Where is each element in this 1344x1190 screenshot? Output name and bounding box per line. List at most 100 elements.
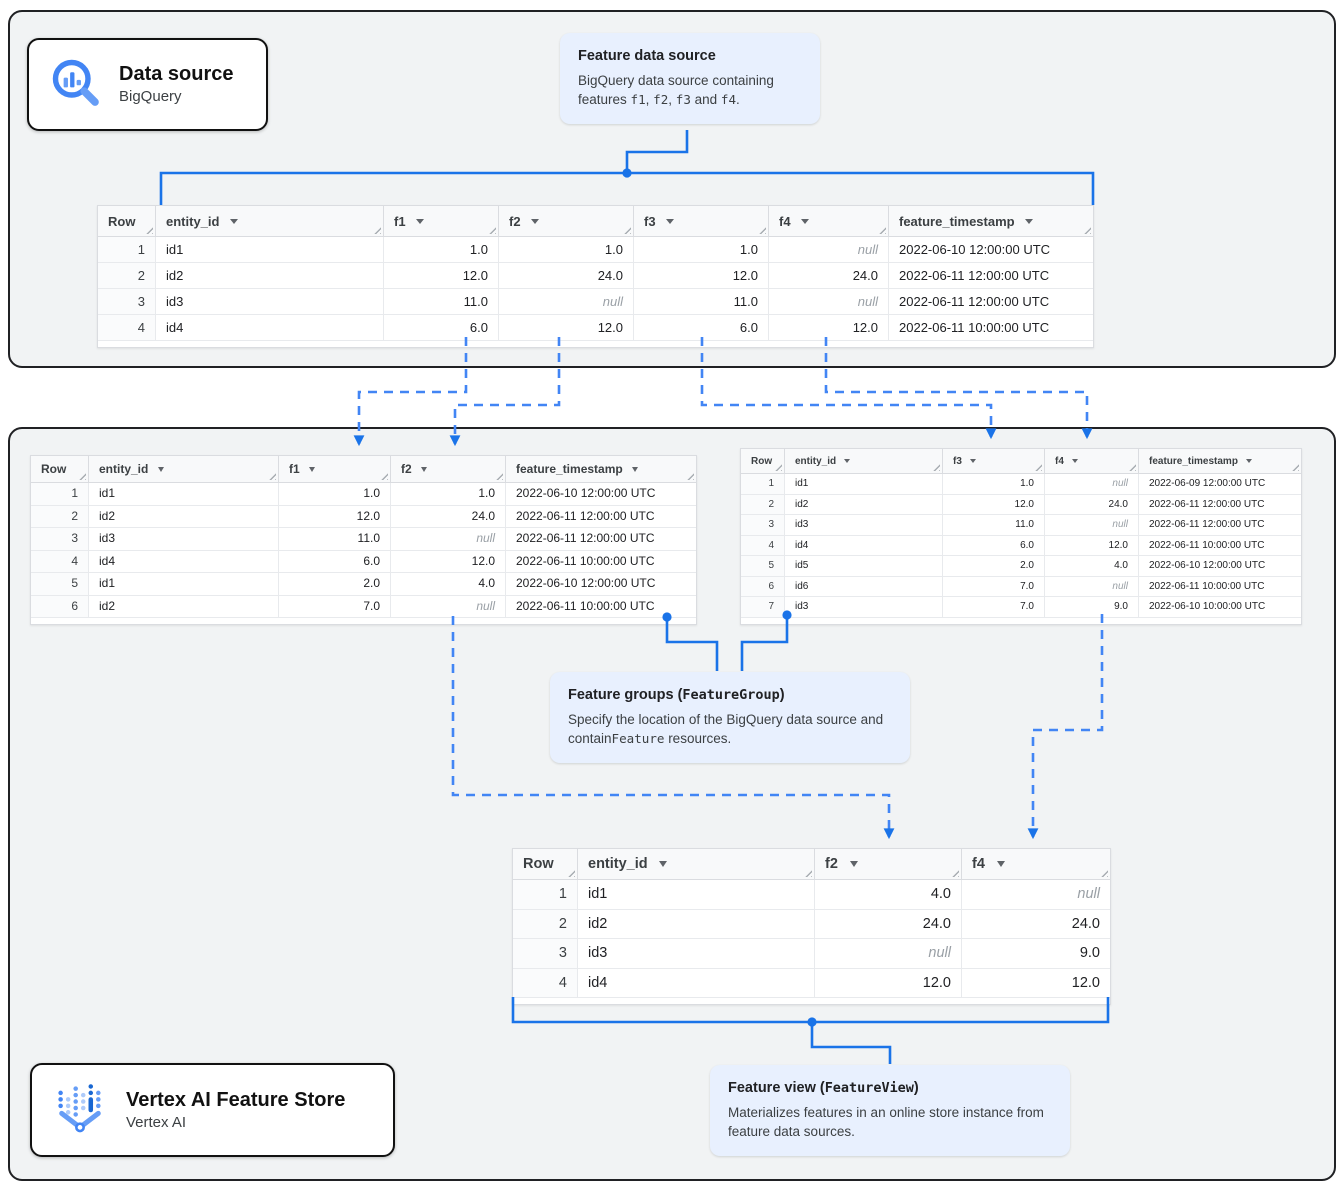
column-label: feature_timestamp: [899, 213, 1015, 229]
column-header-f4: f4: [962, 849, 1110, 879]
table-cell: 2022-06-10 10:00:00 UTC: [1149, 601, 1266, 612]
sort-caret-icon: [309, 466, 316, 472]
sort-caret-icon: [421, 466, 428, 472]
row-number-cell: 4: [513, 968, 578, 997]
table-cell: null: [1045, 576, 1139, 596]
resize-handle-icon: [803, 868, 812, 877]
row-number-cell: 2: [741, 494, 785, 514]
table-footer-strip: [513, 998, 1110, 1004]
table-cell: id2: [89, 505, 279, 527]
column-header-f2: f2: [815, 849, 962, 879]
resize-handle-icon: [487, 225, 496, 234]
resize-handle-icon: [877, 225, 886, 234]
plain-text: .: [736, 92, 740, 108]
code-text: f2: [653, 92, 669, 108]
table-cell: 2022-06-10 12:00:00 UTC: [516, 486, 656, 500]
sort-caret-icon: [996, 861, 1005, 867]
table-cell: 12.0: [1071, 974, 1100, 991]
table-cell: 6.0: [634, 315, 769, 340]
table-cell: 12.0: [943, 494, 1045, 514]
vertex-ai-feature-store-card: Vertex AI Feature Store Vertex AI: [30, 1063, 395, 1157]
column-label: f4: [1055, 455, 1064, 467]
sort-caret-icon: [1071, 459, 1078, 463]
column-label: entity_id: [166, 213, 220, 229]
table-cell: 6.0: [943, 535, 1045, 555]
table-cell: 12.0: [815, 968, 962, 997]
table-cell: 1.0: [384, 237, 499, 262]
table-cell: 2022-06-11 12:00:00 UTC: [899, 294, 1050, 309]
row-number-cell: 5: [741, 556, 785, 576]
resize-handle-icon: [931, 462, 940, 471]
sort-caret-icon: [1025, 218, 1033, 224]
code-text: f3: [675, 92, 691, 108]
table-cell: 2022-06-11 12:00:00 UTC: [899, 268, 1050, 283]
resize-handle-icon: [757, 225, 766, 234]
table-cell: 9.0: [1079, 945, 1100, 961]
plain-text: ,: [645, 92, 654, 108]
row-number-cell: 3: [741, 515, 785, 535]
table-cell: 2022-06-11 10:00:00 UTC: [516, 553, 655, 568]
table-cell: 2022-06-10 12:00:00 UTC: [899, 242, 1051, 257]
column-header-entity_id: entity_id: [785, 449, 943, 473]
resize-handle-icon: [773, 462, 782, 471]
resize-handle-icon: [1099, 868, 1108, 877]
card-title: Data source: [119, 63, 234, 86]
vertex-ai-icon: [52, 1080, 108, 1141]
callout-title: Feature groups (FeatureGroup): [568, 687, 892, 703]
table-cell: id4: [578, 968, 815, 997]
resize-handle-icon: [494, 471, 503, 480]
table-cell: 4.0: [815, 880, 962, 909]
column-header-entity_id: entity_id: [156, 206, 384, 236]
row-number-cell: 7: [741, 597, 785, 617]
sort-caret-icon: [632, 466, 639, 472]
row-number-cell: 3: [31, 528, 89, 550]
table-cell: 2022-06-10 12:00:00 UTC: [516, 576, 656, 590]
table-cell: null: [1077, 886, 1100, 902]
sort-caret-icon: [157, 466, 164, 472]
table-cell: id6: [785, 576, 943, 596]
column-label: Row: [751, 455, 773, 467]
row-number-cell: 6: [741, 576, 785, 596]
table-cell: 2.0: [943, 556, 1045, 576]
code-text: Feature: [611, 731, 665, 747]
resize-handle-icon: [1127, 462, 1136, 471]
table-cell: 24.0: [815, 909, 962, 938]
callout-title: Feature view (FeatureView): [728, 1080, 1052, 1096]
row-number-cell: 1: [513, 880, 578, 909]
table-cell: id4: [89, 550, 279, 572]
table-cell: 2022-06-11 10:00:00 UTC: [899, 320, 1050, 335]
column-label: entity_id: [99, 462, 149, 476]
code-text: f1: [630, 92, 646, 108]
sort-caret-icon: [665, 218, 674, 224]
table-cell: 9.0: [1045, 597, 1139, 617]
table-cell: 12.0: [634, 263, 769, 288]
callout-title: Feature data source: [578, 48, 802, 64]
column-header-f2: f2: [391, 456, 506, 482]
column-header-entity_id: entity_id: [89, 456, 279, 482]
row-number-cell: 1: [741, 474, 785, 494]
table-cell: null: [499, 289, 634, 314]
row-number-cell: 1: [31, 483, 89, 505]
table-cell: 2022-06-09 12:00:00 UTC: [1149, 478, 1266, 489]
table-cell: 12.0: [384, 263, 499, 288]
table-cell: id3: [89, 528, 279, 550]
table-cell: null: [769, 237, 889, 262]
